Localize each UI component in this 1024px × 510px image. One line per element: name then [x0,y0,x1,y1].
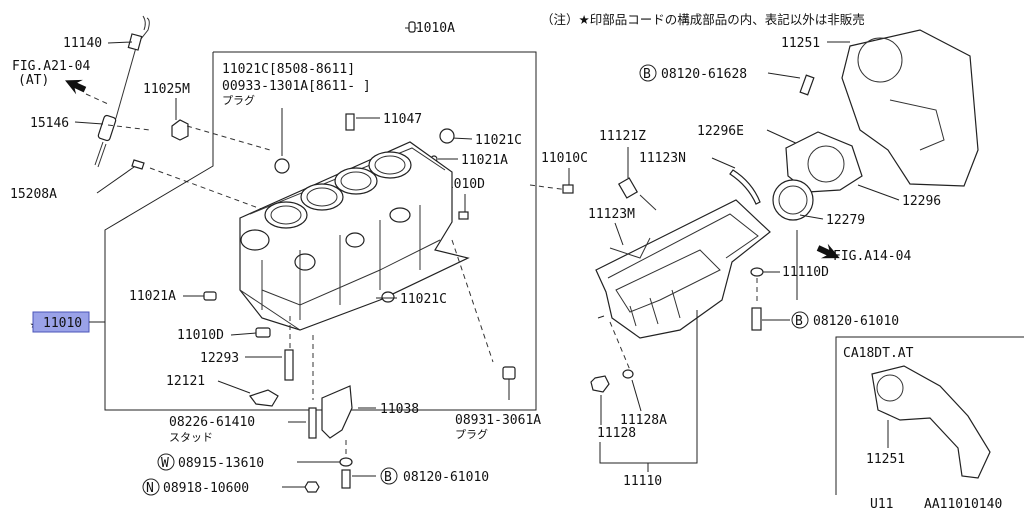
ca18dt-at-frame [835,336,1024,495]
badge-b-top: B [643,67,651,82]
label-11038: 11038 [380,402,419,417]
label-11110d: 11110D [782,265,829,280]
footer-right-code: AA11010140 [924,497,1002,510]
dipstick-assembly-drawing [94,15,189,170]
note-text: （注）★印部品コードの構成部品の内、表記以外は非販売 [541,12,865,27]
label-12293: 12293 [200,351,239,366]
label-11123m: 11123M [588,207,635,222]
label-08931: 08931-3061A [455,413,541,428]
label-12296: 12296 [902,194,941,209]
label-08120-bottom: 08120-61010 [403,470,489,485]
label-08915: 08915-13610 [178,456,264,471]
label-12121: 12121 [166,374,205,389]
rear-seal-retainer-drawing [772,131,863,221]
label-11010c: 11010C [541,151,588,166]
label-11021a-b: 11021A [129,289,176,304]
oil-pan-drawing [595,199,771,339]
arrow-fig-a14 [816,243,840,259]
footer-left-code: U11 [870,497,893,510]
label-08226: 08226-61410 [169,415,255,430]
label-11123n: 11123N [639,151,686,166]
label-fig-a21-04: FIG.A21-04 [12,59,90,74]
label-11010-main[interactable]: 11010 [43,316,82,331]
rear-plate-drawing [841,29,979,187]
label-15146: 15146 [30,116,69,131]
label-11121z: 11121Z [599,129,646,144]
label-11010a: 11010A [408,21,455,36]
label-12296e: 12296E [697,124,744,139]
label-plug-08931: プラグ [455,427,488,441]
label-11021c-b: 11021C [400,292,447,307]
arrow-fig-a21 [65,79,87,95]
badge-b-bottom: B [384,470,392,485]
label-11021a-a: 11021A [461,153,508,168]
block-group-frame [104,51,537,411]
badge-w: W [161,456,169,471]
label-ca18dt-at: CA18DT.AT [843,346,914,361]
cylinder-block-drawing [239,141,470,331]
label-stud: スタッド [169,431,213,444]
label-11025m: 11025M [143,82,190,97]
label-08120-61628: 08120-61628 [661,67,747,82]
label-11047: 11047 [383,112,422,127]
label-at: (AT) [18,73,49,88]
badge-n: N [146,481,154,496]
label-11140: 11140 [63,36,102,51]
label-11251-top: 11251 [781,36,820,51]
label-11010d-b: 11010D [177,328,224,343]
label-08120-61010: 08120-61010 [813,314,899,329]
label-11110: 11110 [623,474,662,489]
label-fig-a14-04: FIG.A14-04 [833,249,911,264]
label-12279: 12279 [826,213,865,228]
label-08918: 08918-10600 [163,481,249,496]
label-11021c-a: 11021C [475,133,522,148]
label-00933-header: 00933-1301A[8611- ] [222,79,371,94]
label-15208a: 15208A [10,187,57,202]
label-11128: 11128 [597,426,636,441]
label-11128a: 11128A [620,413,667,428]
label-11021c-header: 11021C[8508-8611] [222,62,355,77]
label-plug-header: プラグ [222,93,255,107]
badge-b-right: B [795,314,803,329]
label-11251-box: 11251 [866,452,905,467]
